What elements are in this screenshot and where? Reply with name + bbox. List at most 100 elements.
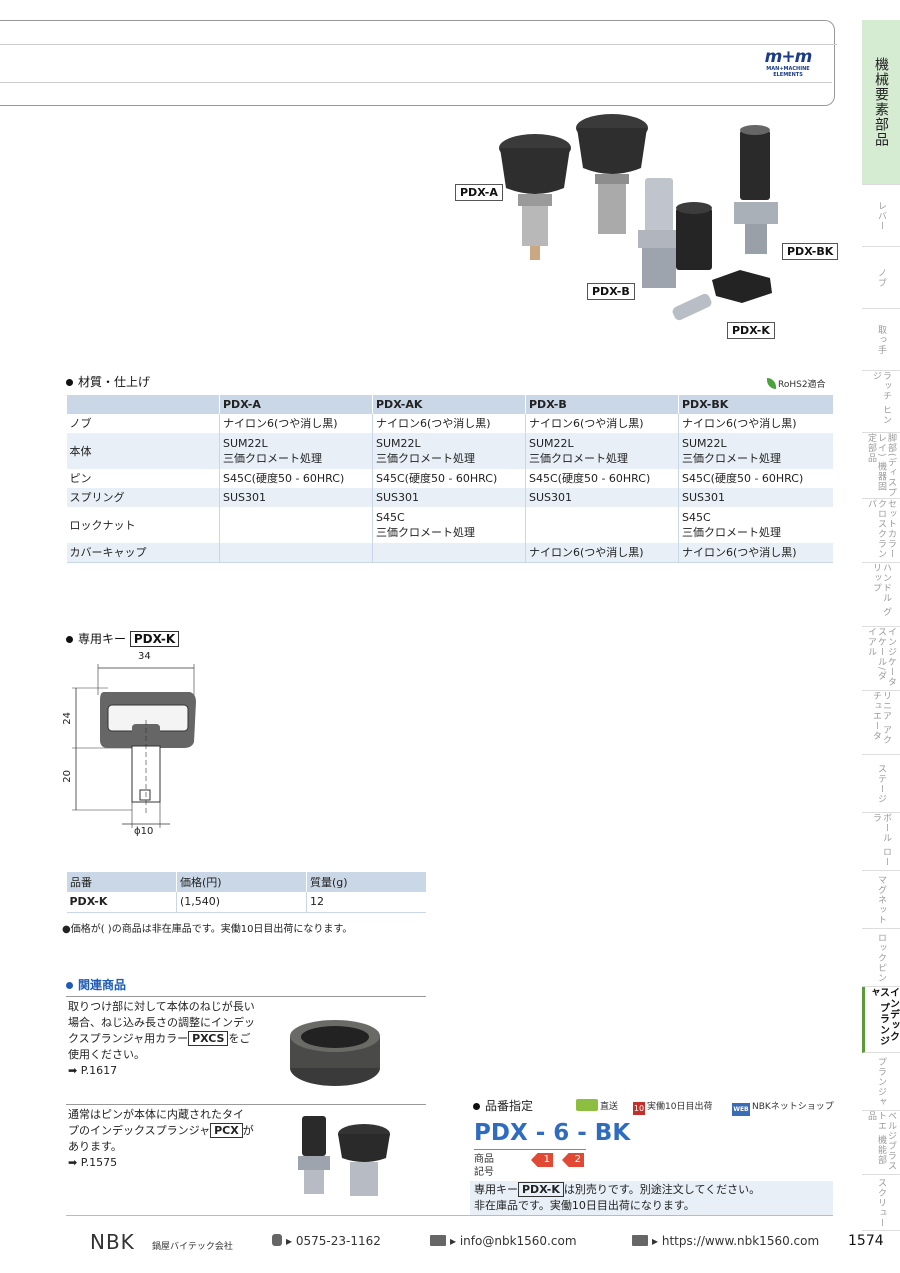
spec-cell bbox=[372, 543, 526, 563]
spec-header: PDX-A bbox=[219, 395, 373, 414]
header-frame bbox=[0, 20, 835, 106]
sidebar-tab[interactable]: リニア アクチュエータ bbox=[862, 691, 900, 755]
spec-header: PDX-BK bbox=[678, 395, 833, 414]
spec-cell: カバーキャップ bbox=[66, 543, 220, 563]
order-code: PDX - 6 - BK bbox=[474, 1120, 631, 1146]
sidebar-tab[interactable]: ラッチ ヒンジ bbox=[862, 371, 900, 433]
spec-cell: SUM22L 三価クロメート処理 bbox=[678, 433, 833, 469]
spec-cell: スプリング bbox=[66, 488, 220, 507]
rohs-badge: RoHS2適合 bbox=[767, 377, 826, 390]
spec-cell bbox=[219, 507, 373, 543]
dim-height-1: 24 bbox=[62, 712, 73, 725]
sidebar-tab-label: マグネット bbox=[876, 874, 886, 925]
sidebar-tab[interactable]: レバー bbox=[862, 185, 900, 247]
spec-header: PDX-B bbox=[525, 395, 679, 414]
footer-divider bbox=[66, 1215, 833, 1216]
sidebar-tab[interactable]: インデックス プランジャ bbox=[862, 987, 900, 1053]
spec-cell: ロックナット bbox=[69, 518, 136, 532]
logo-mark: m+m bbox=[764, 47, 813, 67]
sidebar-tab-label: セットカラー クロスクランパ bbox=[866, 499, 896, 559]
sidebar-tab-label: リニア アクチュエータ bbox=[871, 691, 891, 745]
sidebar-tab[interactable]: セットカラー クロスクランパ bbox=[862, 499, 900, 563]
photo-label-pdx-a: PDX-A bbox=[455, 184, 503, 201]
price-table: 品番 価格(円) 質量(g) PDX-K (1,540) 12 bbox=[66, 872, 426, 913]
brand-logo: m+m MAN+MACHINE ELEMENTS bbox=[757, 48, 819, 80]
sidebar-tab[interactable]: ボール ローラ bbox=[862, 813, 900, 871]
related-link-p1575[interactable]: ➡ P.1575 bbox=[68, 1156, 118, 1169]
related-item-pxcs: 取りつけ部に対して本体のねじが長い 場合、ねじ込み長さの調整にインデッ クスプラ… bbox=[68, 1000, 255, 1077]
spec-cell bbox=[219, 543, 373, 563]
spec-cell: ナイロン6(つや消し黒) bbox=[525, 543, 679, 563]
spec-cell: SUS301 bbox=[525, 488, 679, 507]
table-row: PDX-K (1,540) 12 bbox=[66, 892, 426, 913]
related-title: 関連商品 bbox=[66, 976, 126, 993]
marker-1: 1 bbox=[531, 1153, 553, 1167]
footer-brand: NBK bbox=[90, 1230, 135, 1254]
phone-icon bbox=[272, 1234, 282, 1246]
sidebar-tab[interactable]: プランジャ bbox=[862, 1053, 900, 1111]
spec-cell: SUM22L 三価クロメート処理 bbox=[219, 433, 373, 469]
table-row: カバーキャップ ナイロン6(つや消し黒)ナイロン6(つや消し黒) bbox=[66, 543, 833, 563]
order-code-label: 商品記号 bbox=[474, 1154, 494, 1178]
category-sidebar: 機械要素部品レバーノブ取っ手ラッチ ヒンジ脚部(ディスプレイ) 機器固定部品セッ… bbox=[862, 20, 900, 1235]
sidebar-tab-label: ノブ bbox=[876, 267, 886, 288]
footer-web[interactable]: ▸ https://www.nbk1560.com bbox=[632, 1234, 819, 1248]
key-section-title: 専用キー PDX-K bbox=[66, 630, 180, 647]
logo-text-2: ELEMENTS bbox=[773, 72, 803, 78]
sidebar-tab[interactable]: ハンドル グリップ bbox=[862, 563, 900, 627]
sidebar-tab-label: ハンドル グリップ bbox=[871, 563, 891, 617]
spec-cell bbox=[525, 507, 679, 543]
related-divider-2 bbox=[66, 1104, 426, 1105]
footer-tel[interactable]: ▸ 0575-23-1162 bbox=[272, 1234, 381, 1248]
sidebar-tab[interactable]: マグネット bbox=[862, 871, 900, 929]
spec-cell: ナイロン6(つや消し黒) bbox=[678, 543, 833, 563]
dim-height-2: 20 bbox=[62, 770, 73, 783]
header-divider-2 bbox=[0, 82, 832, 83]
sidebar-tab[interactable]: インジケータ スケール/ダイアル bbox=[862, 627, 900, 691]
sidebar-tab-label: プランジャ bbox=[876, 1056, 886, 1107]
sidebar-tab[interactable]: ステージ bbox=[862, 755, 900, 813]
footer-mail[interactable]: ▸ info@nbk1560.com bbox=[430, 1234, 577, 1248]
sidebar-tab[interactable]: ベルジブラストエ 機能部品 bbox=[862, 1111, 900, 1175]
order-title: 品番指定 bbox=[473, 1097, 533, 1114]
sidebar-tab-label: レバー bbox=[876, 200, 886, 231]
related-link-p1617[interactable]: ➡ P.1617 bbox=[68, 1064, 118, 1077]
related-code-pcx: PCX bbox=[210, 1123, 243, 1138]
spec-cell: S45C(硬度50 - 60HRC) bbox=[372, 469, 526, 488]
collar-photo bbox=[290, 1020, 380, 1086]
sidebar-tab[interactable]: 取っ手 bbox=[862, 309, 900, 371]
spec-cell: ピン bbox=[69, 472, 92, 485]
sidebar-tab-label: インジケータ スケール/ダイアル bbox=[866, 627, 896, 687]
price-header-price: 価格(円) bbox=[176, 872, 307, 892]
sidebar-tab[interactable]: スクリュー bbox=[862, 1175, 900, 1231]
sidebar-tab[interactable]: ノブ bbox=[862, 247, 900, 309]
header-divider bbox=[0, 44, 837, 45]
sidebar-tab-label: スクリュー bbox=[876, 1177, 886, 1228]
spec-cell: SUS301 bbox=[678, 488, 833, 507]
sidebar-tab-label: 機械要素部品 bbox=[873, 57, 889, 147]
spec-cell: S45C(硬度50 - 60HRC) bbox=[219, 469, 373, 488]
price-cell-mass: 12 bbox=[306, 892, 426, 913]
price-note: ●価格が( )の商品は非在庫品です。実働10日目出荷になります。 bbox=[62, 924, 353, 935]
materials-title: 材質・仕上げ bbox=[66, 373, 150, 390]
order-note-code: PDX-K bbox=[518, 1182, 564, 1197]
sidebar-tab[interactable]: 機械要素部品 bbox=[862, 20, 900, 185]
spec-cell: S45C 三価クロメート処理 bbox=[678, 507, 833, 543]
key-code: PDX-K bbox=[129, 631, 180, 647]
sidebar-tab[interactable]: 脚部(ディスプレイ) 機器固定部品 bbox=[862, 433, 900, 499]
table-row: ノブナイロン6(つや消し黒)ナイロン6(つや消し黒)ナイロン6(つや消し黒)ナイ… bbox=[67, 414, 833, 433]
spec-cell: 本体 bbox=[66, 433, 220, 469]
page-number: 1574 bbox=[848, 1233, 884, 1249]
sidebar-tab[interactable]: ロックピン bbox=[862, 929, 900, 987]
related-code-pxcs: PXCS bbox=[188, 1031, 229, 1046]
key-drawing bbox=[72, 664, 196, 828]
spec-cell: ナイロン6(つや消し黒) bbox=[678, 414, 833, 433]
